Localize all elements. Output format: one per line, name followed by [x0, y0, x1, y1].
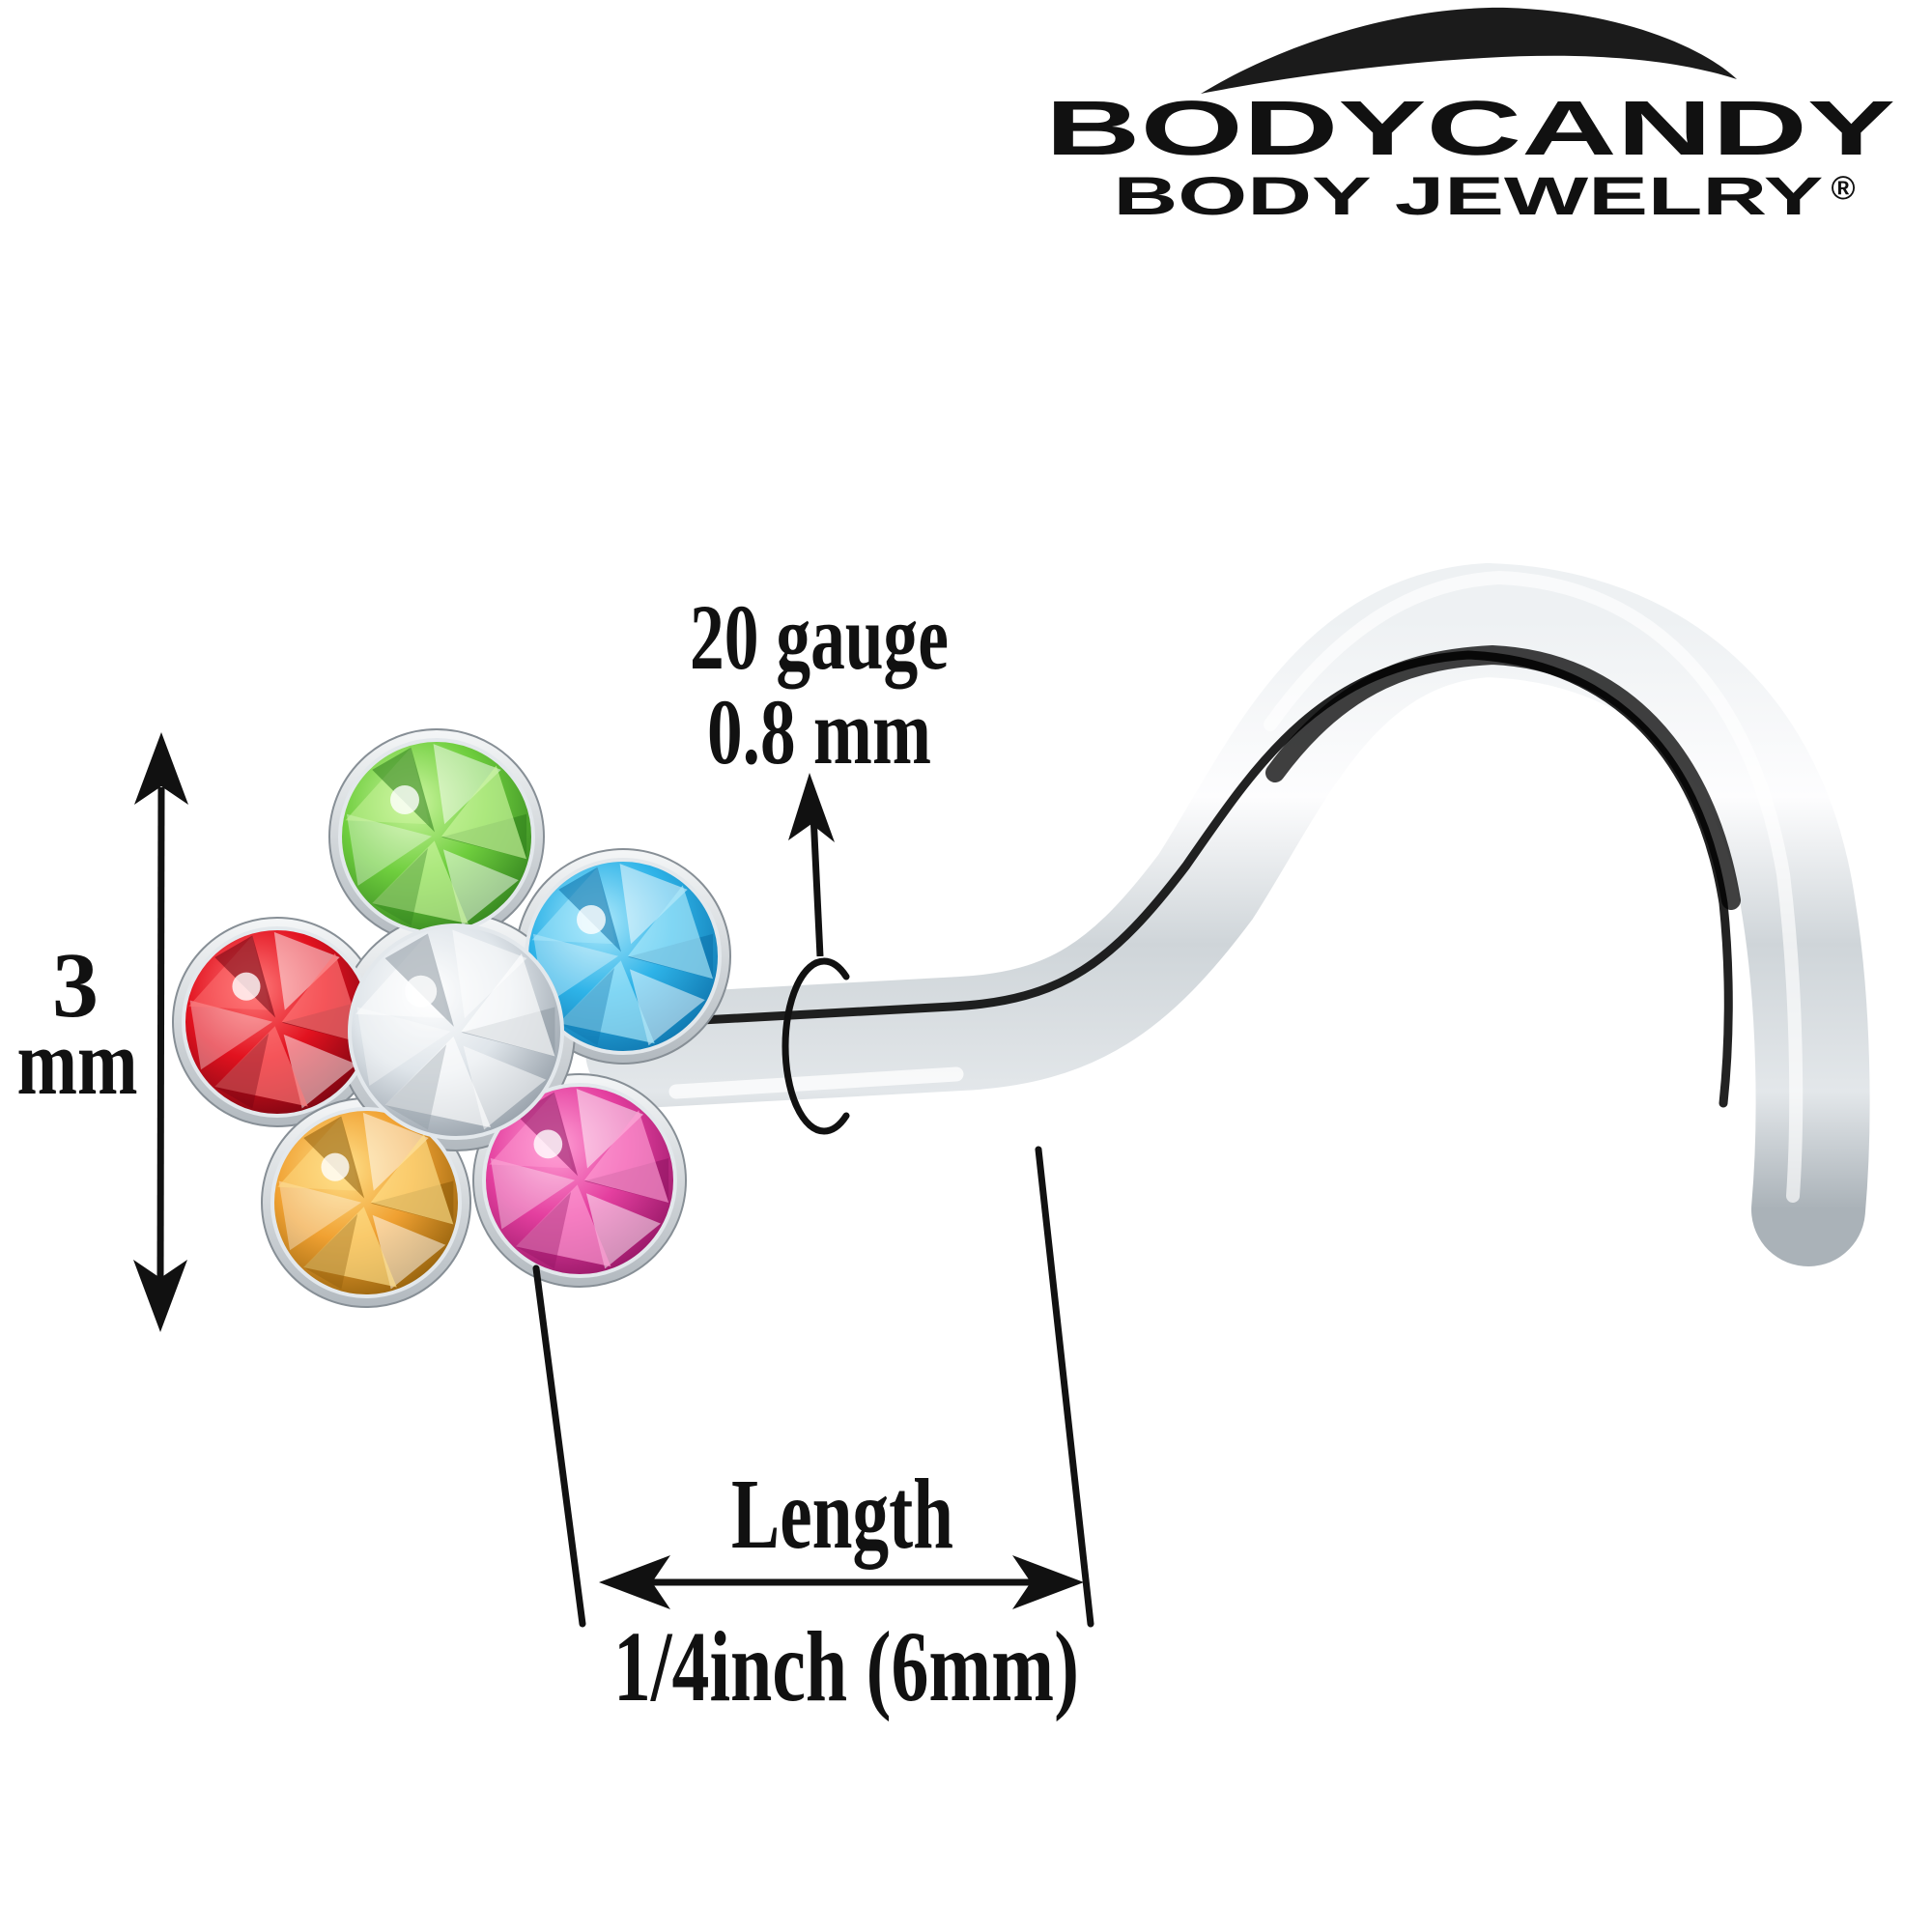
head-height-value: 3 [52, 933, 99, 1037]
brand-swoosh-icon [1201, 7, 1737, 94]
gauge-label-line1: 20 gauge [690, 585, 949, 689]
length-label: Length [731, 1459, 953, 1570]
brand-wordmark: BODYCANDY [1045, 85, 1895, 171]
gauge-annotation: 20 gauge 0.8 mm [690, 585, 949, 1135]
gem-clear [348, 923, 564, 1140]
brand-registered-mark: ® [1831, 170, 1855, 207]
brand-tagline: BODY JEWELRY [1114, 165, 1824, 226]
head-height-unit: mm [17, 1010, 138, 1114]
nose-screw [585, 562, 1870, 1266]
gem-blue [525, 858, 722, 1055]
length-tick-left [532, 1264, 586, 1628]
gauge-arrow-head-icon [788, 773, 835, 842]
curve-highlight [1264, 570, 1804, 1203]
length-annotation: Length 1/4inch (6mm) [532, 1146, 1094, 1722]
shaft-highlight [668, 1066, 964, 1099]
length-tick-right [1035, 1146, 1094, 1628]
length-arrow-head-left-icon [599, 1555, 670, 1609]
gauge-label-line2: 0.8 mm [707, 680, 931, 783]
curve-inner-shadow [1265, 644, 1741, 910]
gauge-circle-marker [781, 957, 850, 1135]
height-arrow-line [156, 786, 165, 1281]
height-arrow-head-top-icon [134, 732, 188, 805]
gem-green [338, 738, 535, 935]
brand-logo: BODYCANDY BODY JEWELRY ® [1045, 7, 1895, 226]
length-value: 1/4inch (6mm) [613, 1611, 1079, 1722]
gem-red [182, 926, 373, 1118]
nose-screw-body [585, 562, 1870, 1266]
gem-pink [482, 1083, 677, 1278]
length-arrow-head-right-icon [1012, 1555, 1084, 1609]
head-height-annotation: 3 mm [17, 732, 188, 1332]
height-arrow-head-bottom-icon [133, 1260, 187, 1332]
gem-yellow [270, 1107, 462, 1298]
